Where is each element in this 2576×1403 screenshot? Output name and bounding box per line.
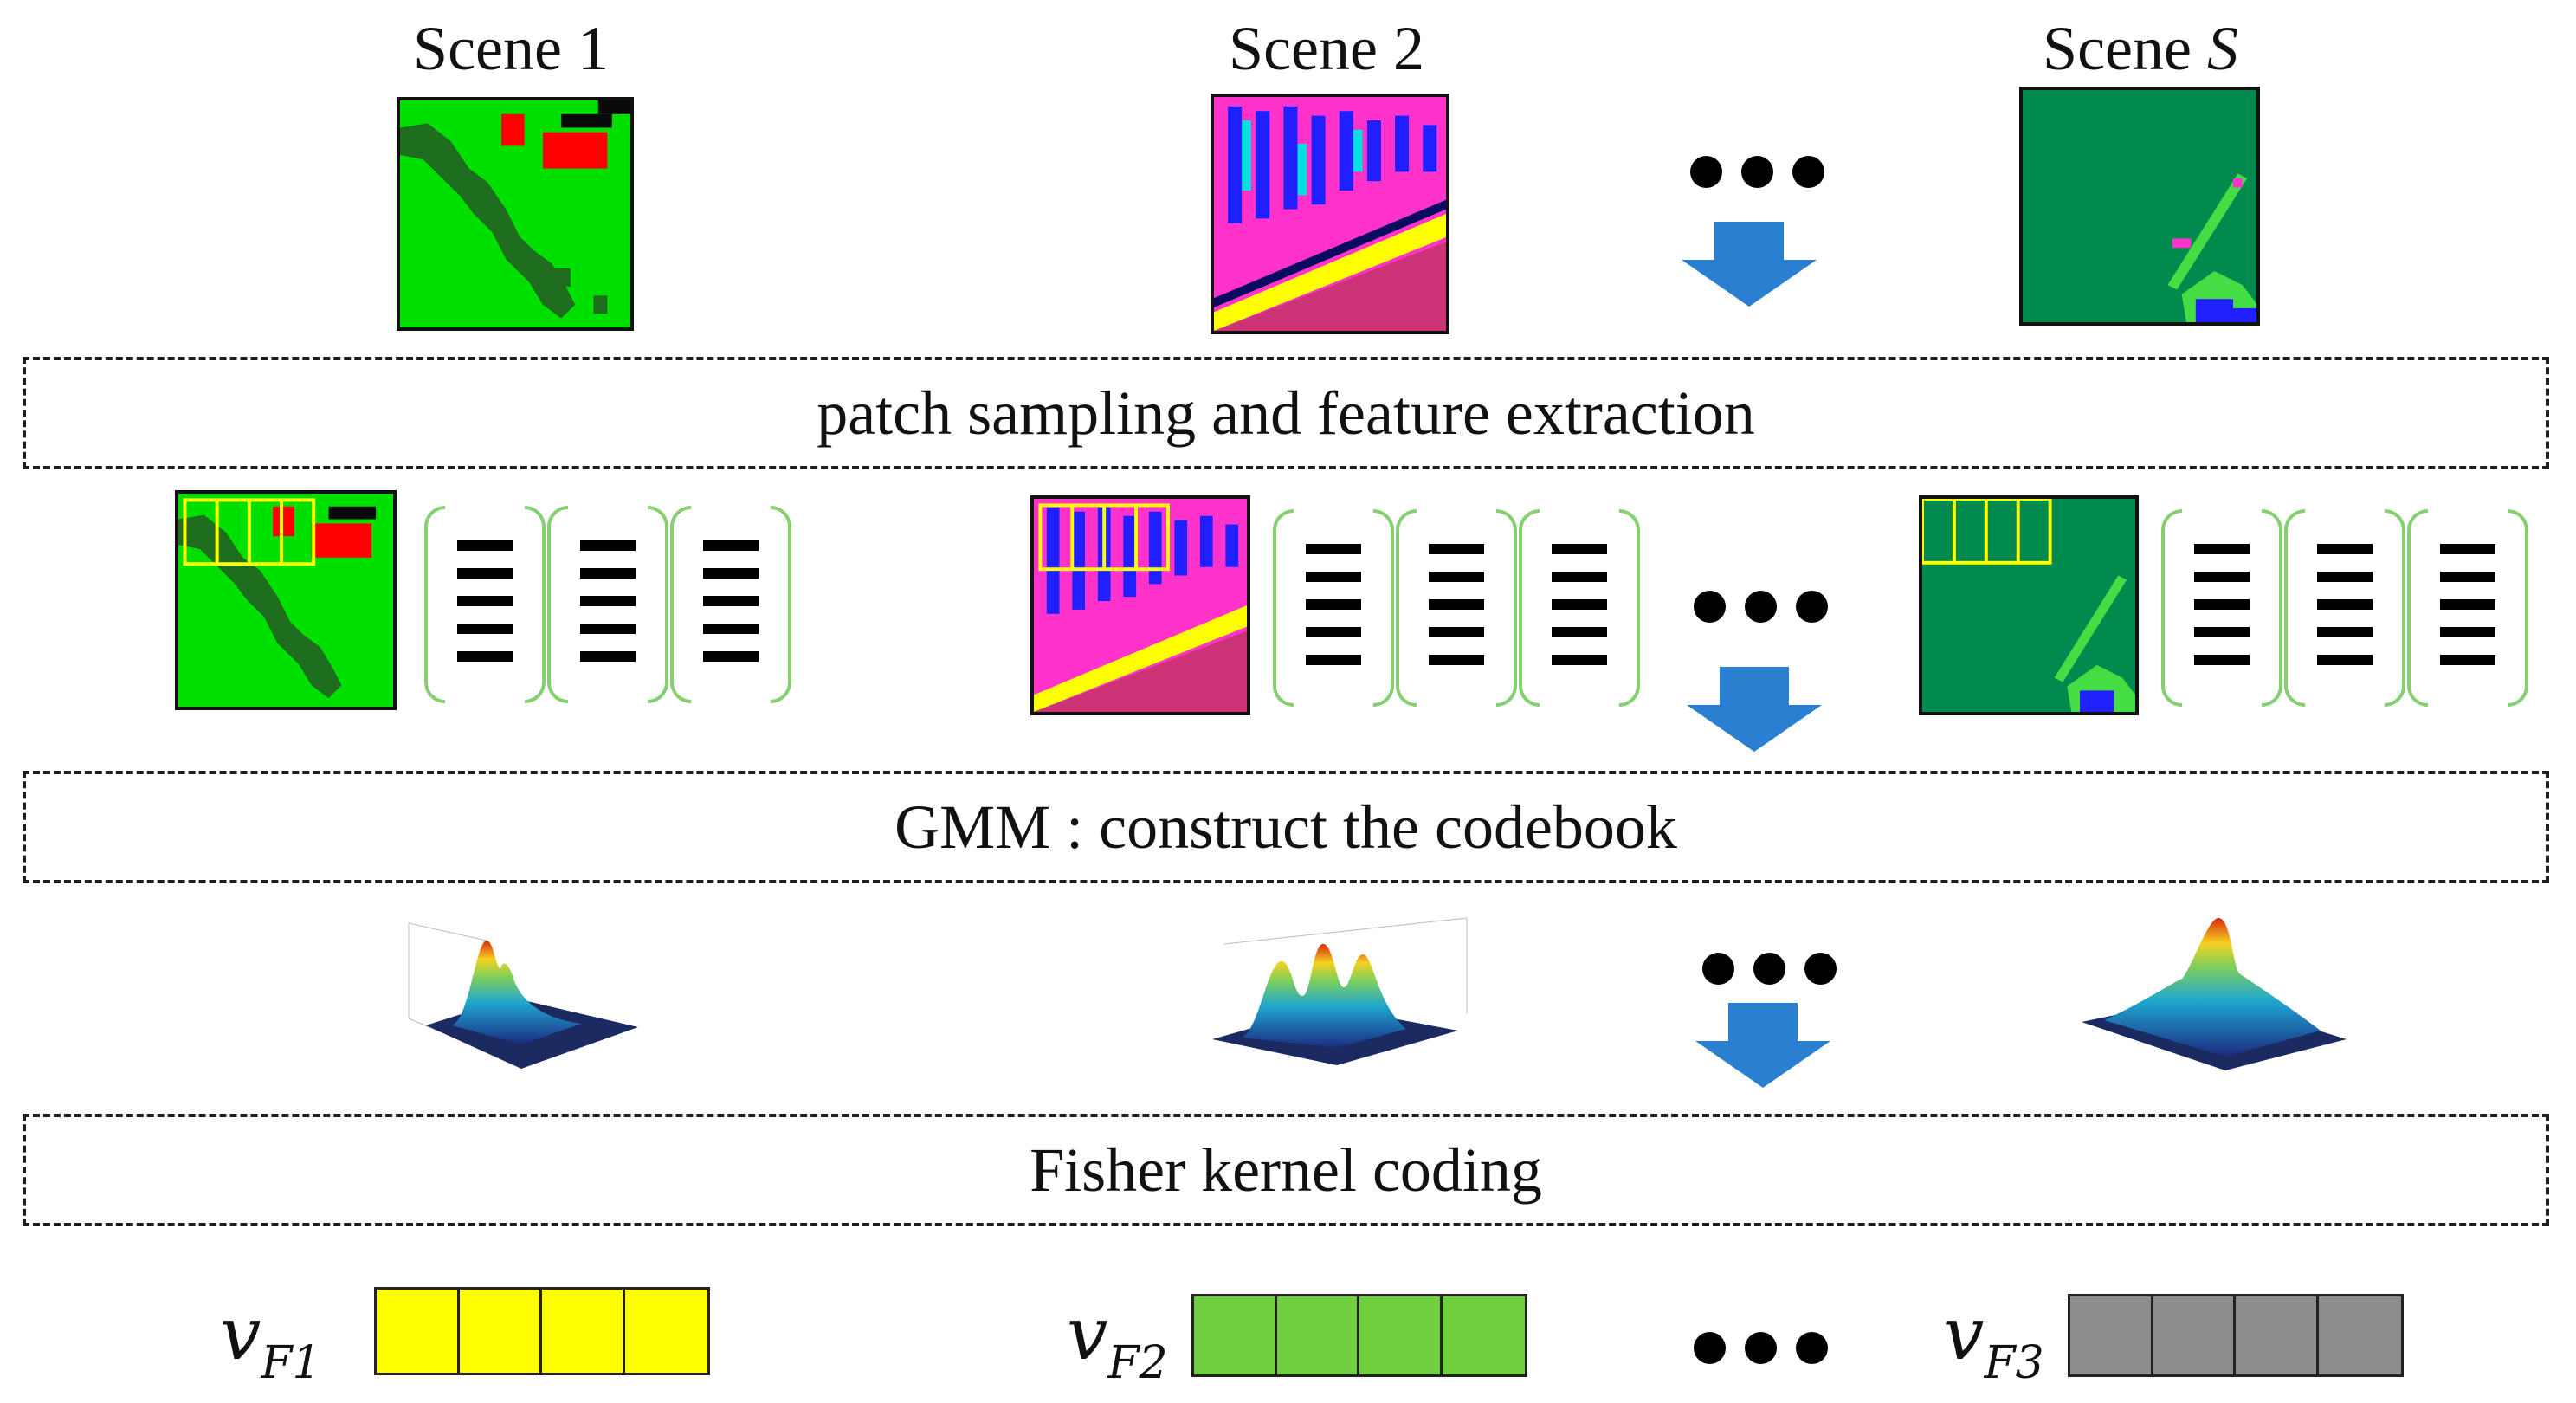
code-cell (2153, 1296, 2236, 1374)
scene-s-image (2019, 87, 2260, 326)
down-arrow-icon (1695, 1003, 1830, 1088)
code-cell (2318, 1296, 2401, 1374)
feature-vector-bracket-icon (2284, 509, 2405, 708)
scene-s-patch-image (1919, 495, 2139, 715)
feature-vector-bracket-icon (1396, 509, 1517, 708)
code-cell (1442, 1296, 1525, 1374)
feature-vector-bracket-icon (424, 506, 546, 705)
scene-1-title: Scene 1 (413, 14, 609, 83)
scene-s-feature-vectors (2161, 509, 2530, 708)
step-patch-sampling-label: patch sampling and feature extraction (817, 378, 1755, 448)
gaussian-surface-icon (408, 922, 638, 1069)
code-cell (377, 1290, 460, 1373)
code-cell (1359, 1296, 1443, 1374)
feature-vector-bracket-icon (2161, 509, 2282, 708)
code-cell (542, 1290, 625, 1373)
scene-2-image (1211, 94, 1449, 334)
step-gmm-label: GMM : construct the codebook (894, 792, 1677, 862)
scene-2-feature-vectors (1273, 509, 1642, 708)
vector-2-code (1191, 1294, 1527, 1377)
scene-2-patch-image (1030, 495, 1250, 715)
gaussian-surface-icon (2082, 918, 2347, 1070)
gaussian-surface-icon (1212, 917, 1468, 1065)
scene-1-patch-image (175, 490, 397, 710)
down-arrow-icon (1682, 222, 1817, 307)
code-cell (1276, 1296, 1359, 1374)
step-patch-sampling-box: patch sampling and feature extraction (23, 357, 2549, 469)
scene-1-image (397, 97, 634, 331)
feature-vector-bracket-icon (547, 506, 668, 705)
vector-1-code (374, 1287, 710, 1375)
step-fisher-label: Fisher kernel coding (1030, 1135, 1542, 1205)
down-arrow-icon (1687, 667, 1822, 752)
scene-s-title: Scene S (2043, 14, 2238, 83)
scene-1-feature-vectors (424, 506, 793, 705)
ellipsis-icon (1694, 1332, 1828, 1364)
code-cell (624, 1290, 707, 1373)
step-gmm-box: GMM : construct the codebook (23, 771, 2549, 883)
scene-2-title: Scene 2 (1229, 14, 1424, 83)
code-cell (1194, 1296, 1277, 1374)
code-cell (2236, 1296, 2319, 1374)
feature-vector-bracket-icon (2407, 509, 2528, 708)
code-cell (2070, 1296, 2153, 1374)
ellipsis-icon (1702, 953, 1837, 985)
vector-2-label: vF2 (1067, 1291, 1168, 1389)
code-cell (459, 1290, 542, 1373)
feature-vector-bracket-icon (1273, 509, 1394, 708)
feature-vector-bracket-icon (1519, 509, 1640, 708)
vector-3-label: vF3 (1943, 1291, 2044, 1389)
feature-vector-bracket-icon (670, 506, 791, 705)
ellipsis-icon (1690, 156, 1824, 188)
step-fisher-box: Fisher kernel coding (23, 1114, 2549, 1226)
ellipsis-icon (1694, 591, 1828, 623)
vector-3-code (2068, 1294, 2404, 1377)
vector-1-label: vF1 (220, 1291, 321, 1389)
